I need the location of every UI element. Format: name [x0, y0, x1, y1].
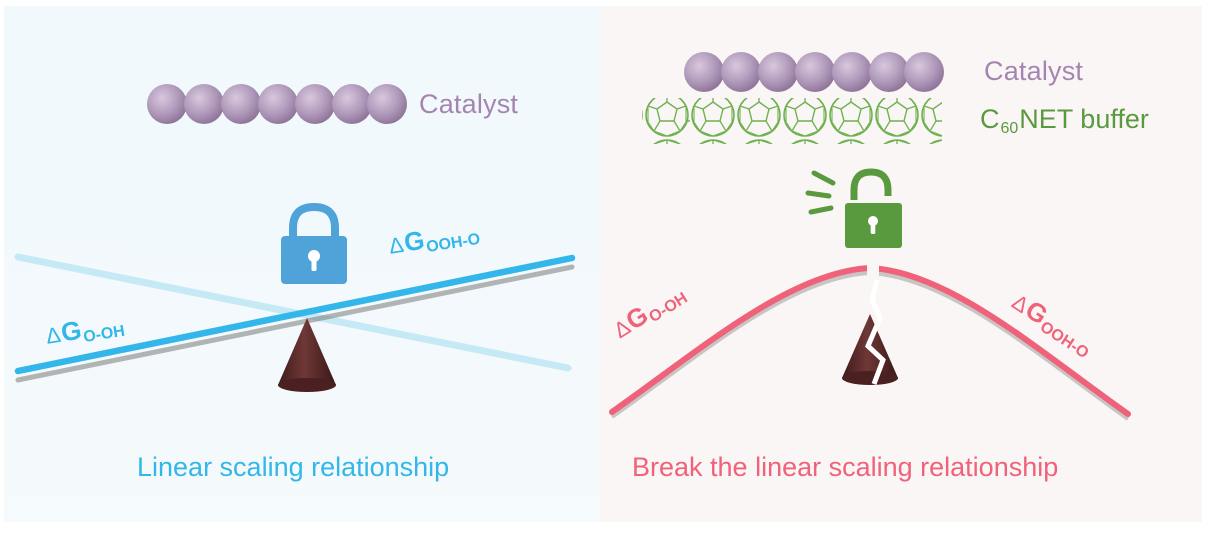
dg-prefix: G [58, 314, 84, 348]
left-seesaw-line [14, 254, 576, 375]
right-caption: Break the linear scaling relationship [632, 452, 1059, 482]
buffer-label: C60NET buffer [980, 106, 1149, 137]
right-catalyst-sphere-chain [684, 52, 944, 92]
fulcrum-cone-icon [278, 318, 336, 392]
curve-break-gap [867, 262, 879, 276]
left-caption: Linear scaling relationship [137, 452, 450, 482]
c60-fullerene-chain [642, 98, 942, 144]
right-panel-background [600, 6, 1202, 522]
lock-open-icon [845, 168, 902, 248]
lock-closed-icon [281, 202, 347, 284]
right-catalyst-label: Catalyst [984, 56, 1084, 86]
cracked-fulcrum-icon [842, 279, 898, 385]
left-catalyst-sphere-chain [147, 84, 407, 124]
dg-prefix: G [401, 224, 427, 258]
buffer-label-rest: NET buffer [1019, 104, 1149, 134]
buffer-label-subscript: 60 [1000, 120, 1019, 137]
unlock-sparkle-icon [805, 170, 836, 215]
buffer-label-main: C [980, 104, 1000, 134]
left-seesaw-shadow [15, 264, 575, 383]
left-catalyst-label: Catalyst [419, 89, 519, 119]
